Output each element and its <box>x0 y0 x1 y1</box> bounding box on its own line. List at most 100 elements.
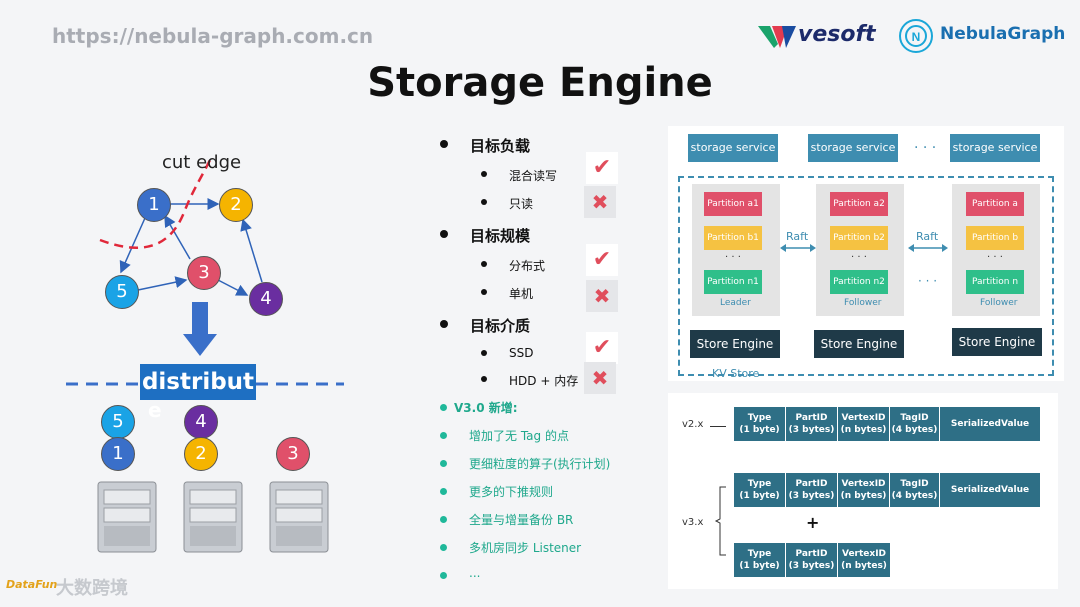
check-icon: ✔ <box>586 332 618 364</box>
partition-box: Partition b <box>966 226 1024 250</box>
graph-node-5: 5 <box>105 275 139 309</box>
key-vertexid-cell: VertexID(n bytes) <box>838 407 890 441</box>
v3-item: 增加了无 Tag 的点 <box>469 429 569 443</box>
key-layout-panel: v2.x Type(1 byte) PartID(3 bytes) Vertex… <box>668 393 1058 589</box>
raft-label: Raft <box>786 230 809 243</box>
store-engine-box: Store Engine <box>690 330 780 358</box>
bullet-dot <box>481 171 487 177</box>
bullet-dot <box>440 140 448 148</box>
v2-connector <box>710 426 726 427</box>
node-ellipsis: · · · <box>918 274 938 288</box>
key-vertexid-cell: VertexID(n bytes) <box>838 543 890 577</box>
storage-service-box: storage service <box>808 134 898 162</box>
key-type-cell: Type(1 byte) <box>734 543 786 577</box>
distribute-label: distribut e <box>140 364 256 422</box>
raft-arrow-icon <box>780 244 816 252</box>
edge-1-5 <box>119 217 146 274</box>
goal-workload: 目标负载 <box>470 137 531 155</box>
bullet-dot <box>481 261 487 267</box>
graph-edges <box>66 159 344 386</box>
key-tagid-cell: TagID(4 bytes) <box>890 473 940 507</box>
partition-ellipsis: · · · <box>851 252 867 263</box>
bullet-dot <box>481 289 487 295</box>
nebula-mark-icon: N <box>899 19 933 53</box>
down-arrow-icon <box>183 334 217 356</box>
cross-icon: ✖ <box>586 280 618 312</box>
bullet-dot <box>481 350 487 356</box>
role-label: Follower <box>980 298 1018 308</box>
bullet-dot <box>440 432 447 439</box>
graph-node-2: 2 <box>219 188 253 222</box>
goal-scale: 目标规模 <box>470 227 531 245</box>
datafun-logo: DataFun <box>6 578 58 591</box>
cut-edge-line <box>99 159 212 249</box>
svg-text:N: N <box>912 30 921 44</box>
partition-box: Partition a2 <box>830 192 888 216</box>
shard-node-5: 5 <box>101 405 135 439</box>
server-icon <box>269 481 329 553</box>
bullet-dot <box>481 199 487 205</box>
key-value-cell: SerializedValue <box>940 473 1040 507</box>
kv-store-boundary <box>678 176 1054 376</box>
key-partid-cell: PartID(3 bytes) <box>786 407 838 441</box>
watermark-text: 大数跨境 <box>56 578 128 599</box>
key-type-cell: Type(1 byte) <box>734 407 786 441</box>
v3-item: 全量与增量备份 BR <box>469 513 574 527</box>
service-ellipsis: · · · <box>914 140 937 156</box>
nebula-wordmark: NebulaGraph <box>940 24 1066 44</box>
bullet-dot <box>440 488 447 495</box>
edge-5-3 <box>137 276 188 291</box>
edge-3-1 <box>164 214 191 260</box>
edge-3-4 <box>217 279 249 296</box>
shard-node-4: 4 <box>184 405 218 439</box>
vesoft-wordmark: vesoft <box>798 22 876 47</box>
cut-edge-label: cut edge <box>162 152 242 173</box>
partition-box: Partition n1 <box>704 270 762 294</box>
bullet-dot <box>440 320 448 328</box>
key-type-cell: Type(1 byte) <box>734 473 786 507</box>
bullet-dot <box>440 460 447 467</box>
vesoft-mark-icon <box>758 26 796 48</box>
goal-medium: 目标介质 <box>470 317 531 335</box>
bullet-dot <box>440 230 448 238</box>
architecture-panel: storage service storage service · · · st… <box>668 126 1064 381</box>
item-mixed-rw: 混合读写 <box>509 169 558 183</box>
graph-node-3: 3 <box>187 256 221 290</box>
bullet-dot <box>440 544 447 551</box>
v3-item: 多机房同步 Listener <box>469 541 582 555</box>
raft-label: Raft <box>916 230 939 243</box>
key-partid-cell: PartID(3 bytes) <box>786 473 838 507</box>
key-partid-cell: PartID(3 bytes) <box>786 543 838 577</box>
storage-service-box: storage service <box>688 134 778 162</box>
graph-node-1: 1 <box>137 188 171 222</box>
server-icon <box>183 481 243 553</box>
page-title: Storage Engine <box>367 60 713 106</box>
key-value-cell: SerializedValue <box>940 407 1040 441</box>
item-hdd-memory: HDD + 内存 <box>509 374 579 388</box>
bullet-dot <box>481 376 487 382</box>
footer-watermark: DataFun 大数跨境 <box>6 572 166 600</box>
bullet-dot <box>440 572 447 579</box>
v2-label: v2.x <box>682 419 704 430</box>
cross-icon: ✖ <box>584 362 616 394</box>
partition-box: Partition n <box>966 270 1024 294</box>
partition-box: Partition b2 <box>830 226 888 250</box>
shard-node-3: 3 <box>276 437 310 471</box>
kv-store-label: KV Store <box>712 367 760 380</box>
v3-brace-icon <box>714 486 726 556</box>
shard-node-2: 2 <box>184 437 218 471</box>
key-vertexid-cell: VertexID(n bytes) <box>838 473 890 507</box>
store-engine-box: Store Engine <box>814 330 904 358</box>
distribute-text: distribut <box>141 369 255 395</box>
v3-item: 更多的下推规则 <box>469 485 554 499</box>
partition-box: Partition n2 <box>830 270 888 294</box>
item-standalone: 单机 <box>509 287 534 301</box>
item-ssd: SSD <box>509 346 534 360</box>
partition-box: Partition a <box>966 192 1024 216</box>
v3-item: ... <box>469 566 481 580</box>
graph-node-4: 4 <box>249 282 283 316</box>
v3-item: 更细粒度的算子(执行计划) <box>469 457 611 471</box>
plus-icon: + <box>806 513 820 532</box>
partition-box: Partition b1 <box>704 226 762 250</box>
partition-ellipsis: · · · <box>725 252 741 263</box>
